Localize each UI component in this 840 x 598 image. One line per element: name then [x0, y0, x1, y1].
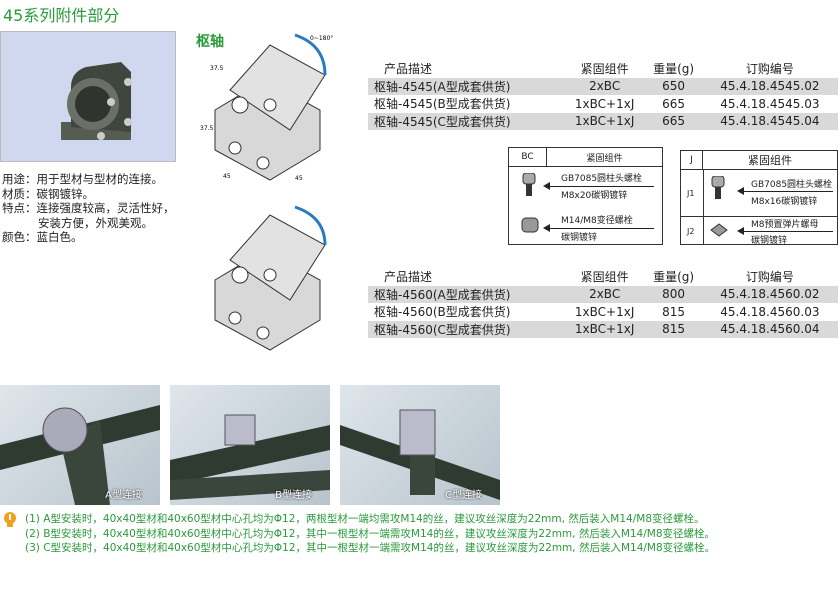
usage-text: 用途：用于型材与型材的连接。: [2, 172, 163, 186]
install-notes: (1) A型安装时，40x40型材和40x60型材中心孔均为Φ12，两根型材一端…: [25, 512, 715, 556]
j-code: J: [681, 150, 703, 170]
spec-list: 用途：用于型材与型材的连接。 材质：碳钢镀锌。 特点：连接强度较高，灵活性好， …: [2, 172, 175, 245]
material-text: 材质：碳钢镀锌。: [2, 186, 94, 201]
pivot-label: 枢轴: [196, 34, 224, 50]
j2-label: J2: [687, 227, 695, 236]
dim-label: 45: [223, 173, 231, 180]
photo-c-type: C型连接: [340, 385, 500, 505]
col-header: 紧固组件: [580, 270, 629, 285]
bolt-icon: [521, 173, 539, 233]
j-item1: GB7085圆柱头螺栓: [751, 180, 833, 190]
bc-item2: M14/M8变径螺栓: [561, 216, 633, 226]
photo-label: A型连接: [105, 490, 142, 501]
dim-label: 37.5: [200, 125, 214, 132]
photo-b-type: B型连接: [170, 385, 330, 505]
dim-label: 37.5: [210, 65, 224, 72]
col-header: 订购编号: [745, 270, 794, 285]
note-b: (2) B型安装时，40x40型材和40x60型材中心孔均为Φ12，其中一根型材…: [25, 527, 716, 540]
col-header: 订购编号: [745, 62, 794, 77]
col-header: 产品描述: [384, 270, 433, 285]
j-fastener-box: J 紧固组件 J1 J2 GB7085圆柱头螺栓 M8x16碳钢镀锌 M8预置弹片…: [680, 150, 838, 246]
bc-item1: GB7085圆柱头螺栓: [561, 174, 643, 184]
photo-label: B型连接: [275, 490, 312, 501]
color-text: 颜色：蓝白色。: [2, 230, 83, 244]
j1-label: J1: [687, 189, 695, 198]
product-photo: [0, 31, 176, 162]
bolt-icon: [710, 176, 728, 237]
note-c: (3) C型安装时，40x40型材和40x60型材中心孔均为Φ12，其中一根型材…: [25, 542, 716, 554]
col-header: 产品描述: [384, 62, 433, 77]
bc-item2-spec: 碳钢镀锌: [561, 233, 598, 243]
pivot-drawing-4560: [214, 205, 327, 351]
angle-label: 0~180°: [310, 35, 333, 42]
photo-a-type: A型连接: [0, 385, 160, 505]
bc-header: 紧固组件: [586, 153, 623, 164]
j-item2-spec: 碳钢镀锌: [751, 236, 788, 246]
warning-bulb-icon: [4, 512, 16, 527]
dim-label: 45: [295, 175, 303, 182]
features-text-2: 安装方便，外观美观。: [38, 215, 153, 230]
col-header: 紧固组件: [580, 62, 629, 77]
note-a: (1) A型安装时，40x40型材和40x60型材中心孔均为Φ12，两根型材一端…: [25, 513, 705, 525]
pivot-photo-image: [61, 62, 132, 140]
pivot-drawing-4545: 37.5 37.5 45 45 0~180°: [200, 33, 333, 182]
col-header: 重量(g): [653, 270, 695, 285]
features-text: 特点：连接强度较高，灵活性好，: [2, 201, 175, 215]
bc-code: BC: [509, 147, 547, 167]
j-item1-spec: M8x16碳钢镀锌: [751, 197, 818, 207]
j-header: 紧固组件: [748, 154, 792, 167]
photo-label: C型连接: [445, 490, 482, 501]
page-title: 45系列附件部分: [3, 6, 120, 25]
col-header: 重量(g): [653, 62, 695, 77]
j-item2: M8预置弹片螺母: [751, 220, 819, 230]
bc-item1-spec: M8x20碳钢镀锌: [561, 191, 628, 201]
